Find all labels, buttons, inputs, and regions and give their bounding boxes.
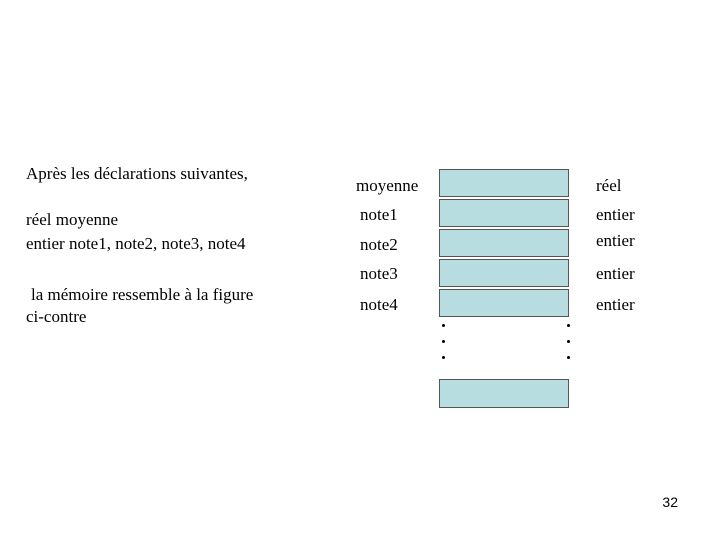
type-keyword-entier: entier bbox=[26, 234, 65, 253]
var-type-note1: entier bbox=[596, 205, 635, 224]
memory-description-line2: ci-contre bbox=[26, 307, 87, 326]
intro-text: Après les déclarations suivantes, bbox=[26, 164, 248, 183]
var-type-moyenne: réel bbox=[596, 176, 622, 195]
declaration-entier-vars: note1, note2, note3, note4 bbox=[64, 234, 246, 253]
type-keyword-reel: réel bbox=[26, 210, 52, 229]
declaration-reel: réel moyenne bbox=[26, 209, 118, 231]
var-type-note3: entier bbox=[596, 264, 635, 283]
page-number: 32 bbox=[662, 494, 678, 510]
memory-ellipsis-right bbox=[567, 320, 573, 364]
memory-cell-last bbox=[439, 379, 569, 408]
declaration-reel-vars: moyenne bbox=[51, 210, 119, 229]
memory-cell-note1 bbox=[439, 199, 569, 227]
var-name-moyenne: moyenne bbox=[356, 176, 419, 195]
var-type-note2: entier bbox=[596, 231, 635, 250]
memory-cell-note3 bbox=[439, 259, 569, 287]
memory-description-line1: la mémoire ressemble à la figure bbox=[31, 285, 254, 304]
declaration-entier: entier note1, note2, note3, note4 bbox=[26, 233, 246, 255]
memory-ellipsis-left bbox=[442, 320, 448, 364]
memory-cell-note4 bbox=[439, 289, 569, 317]
memory-cell-note2 bbox=[439, 229, 569, 257]
var-name-note4: note4 bbox=[360, 295, 398, 314]
var-name-note2: note2 bbox=[360, 235, 398, 254]
var-name-note3: note3 bbox=[360, 264, 398, 283]
var-type-note4: entier bbox=[596, 295, 635, 314]
memory-cell-moyenne bbox=[439, 169, 569, 197]
var-name-note1: note1 bbox=[360, 205, 398, 224]
